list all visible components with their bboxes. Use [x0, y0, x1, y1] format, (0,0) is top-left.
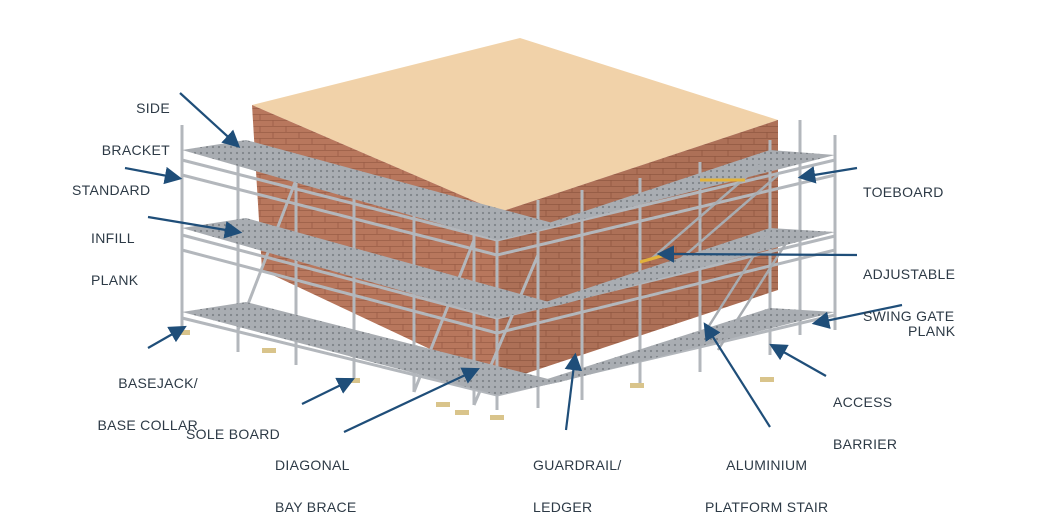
label-plank: PLANK: [908, 323, 956, 339]
label-adjustable-swing-gate: ADJUSTABLE SWING GATE: [863, 266, 956, 324]
arrow-aluminium-platform-stair: [703, 322, 771, 428]
label-side-bracket: SIDE BRACKET: [101, 100, 170, 158]
arrow-plank: [811, 303, 903, 329]
arrow-guardrail-ledger: [564, 352, 583, 431]
label-aluminium-platform-stair: ALUMINIUM PLATFORM STAIR: [705, 457, 829, 515]
label-sole-board: SOLE BOARD: [186, 426, 281, 442]
label-guardrail-ledger: GUARDRAIL/ LEDGER: [533, 457, 622, 515]
arrow-diagonal-bay-brace: [343, 367, 480, 433]
arrow-adjustable-swing-gate: [656, 245, 858, 263]
label-toeboard: TOEBOARD: [863, 184, 944, 200]
building-roof: [252, 38, 778, 212]
label-diagonal-bay-brace: DIAGONAL BAY BRACE: [275, 457, 357, 515]
label-access-barrier: ACCESS BARRIER: [833, 394, 898, 452]
label-infill-plank: INFILL PLANK: [91, 230, 139, 288]
arrow-toeboard: [797, 166, 858, 184]
arrow-basejack: [147, 325, 187, 349]
callout-arrows: [124, 92, 903, 433]
arrow-sole-board: [301, 377, 355, 405]
arrow-infill-plank: [147, 215, 243, 239]
platform-stair: [639, 164, 790, 351]
label-standard: STANDARD: [72, 182, 151, 198]
arrow-standard: [124, 166, 183, 185]
arrow-side-bracket: [179, 92, 241, 148]
arrow-access-barrier: [769, 343, 827, 377]
scaffold-diagram: [124, 38, 903, 433]
label-basejack-base-collar: BASEJACK/ BASE COLLAR: [97, 375, 198, 433]
